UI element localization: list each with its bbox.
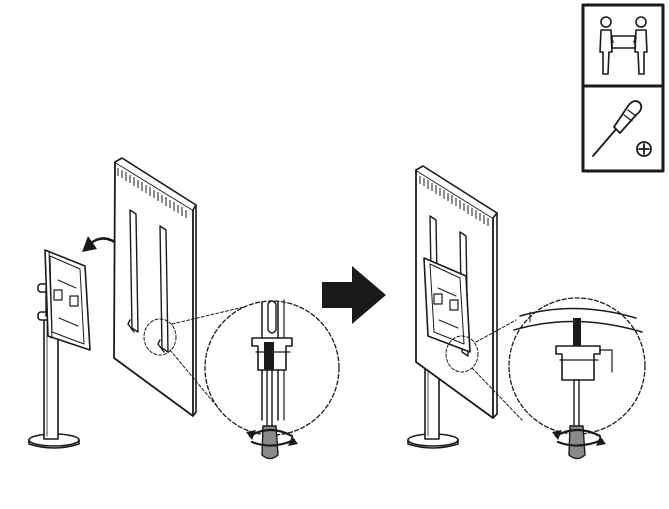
- two-person-lift-icon: [599, 16, 648, 75]
- detail-magnifier-1: [169, 299, 340, 460]
- monitor-back-panel: [113, 157, 197, 417]
- phillips-screwdriver-icon: [592, 100, 652, 157]
- next-step-arrow-icon: [322, 266, 386, 324]
- monitor-back-panel-2: [415, 165, 498, 419]
- detail-magnifier-2: [471, 297, 646, 460]
- step-2-secure-screw: [407, 165, 646, 460]
- tool-icon-panel: [581, 3, 665, 173]
- monitor-stand: [28, 249, 91, 449]
- step-1-attach-monitor: [28, 157, 340, 460]
